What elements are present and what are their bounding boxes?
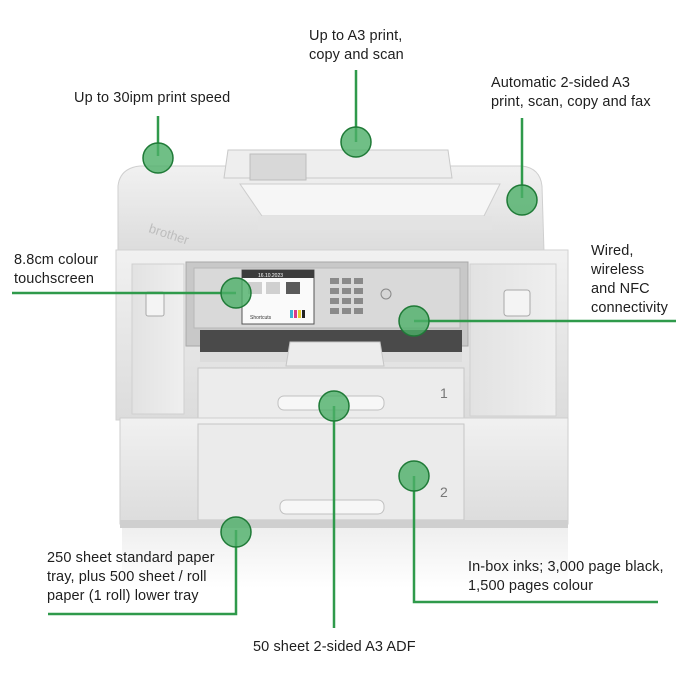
callout-a3-print: Up to A3 print, copy and scan — [309, 27, 404, 65]
dot-a3-print — [340, 126, 372, 158]
screen-tile — [286, 282, 300, 294]
adf-output-tray — [239, 183, 501, 217]
ink-level-c — [290, 310, 293, 318]
screen-tile — [266, 282, 280, 294]
callout-line: and NFC — [591, 281, 650, 297]
keypad — [330, 278, 363, 314]
cabinet-base — [120, 520, 568, 528]
screen-shortcut: Shortcuts — [250, 315, 272, 321]
callout-line: Automatic 2-sided A3 — [491, 75, 631, 91]
adf-paper-slot — [249, 153, 307, 181]
dot-two-sided — [506, 184, 538, 216]
ink-level-k — [302, 310, 305, 318]
callout-lines — [12, 70, 676, 628]
callout-line: connectivity — [591, 300, 668, 316]
callout-line: Wired, — [591, 243, 634, 259]
callout-line: 1,500 pages colour — [468, 578, 594, 594]
power-button — [380, 288, 392, 300]
callout-connectivity: Wired, wireless and NFC connectivity — [591, 242, 668, 318]
nfc-slot-left — [145, 291, 165, 317]
ink-level-y — [298, 310, 301, 318]
touchscreen-header — [242, 270, 314, 278]
dot-paper-tray — [220, 516, 252, 548]
callout-dots — [142, 126, 538, 548]
tray-2-handle — [279, 499, 385, 515]
callout-line: touchscreen — [14, 271, 95, 287]
callout-two-sided: Automatic 2-sided A3 print, scan, copy a… — [491, 74, 651, 112]
callout-line: 250 sheet standard paper — [47, 550, 215, 566]
dot-connectivity — [398, 305, 430, 337]
callout-line: wireless — [591, 262, 645, 278]
callout-line: Up to 30ipm print speed — [74, 90, 231, 106]
leader-paper-tray — [48, 530, 238, 616]
dot-inks — [398, 460, 430, 492]
tray-extension — [285, 341, 385, 367]
callout-line: copy and scan — [309, 47, 404, 63]
tray-2-number: 2 — [440, 484, 448, 500]
right-side-panel — [469, 263, 557, 417]
callout-line: tray, plus 500 sheet / roll — [47, 569, 207, 585]
dot-print-speed — [142, 142, 174, 174]
callout-line: 50 sheet 2-sided A3 ADF — [253, 639, 416, 655]
callout-adf: 50 sheet 2-sided A3 ADF — [253, 638, 416, 657]
ink-level-m — [294, 310, 297, 318]
callout-line: paper (1 roll) lower tray — [47, 588, 199, 604]
dot-adf — [318, 390, 350, 422]
callout-touchscreen: 8.8cm colour touchscreen — [14, 251, 98, 289]
floor-reflection — [122, 528, 568, 588]
tray-1-number: 1 — [440, 385, 448, 401]
callout-line: Up to A3 print, — [309, 28, 403, 44]
dot-touchscreen — [220, 277, 252, 309]
callout-print-speed: Up to 30ipm print speed — [74, 89, 230, 108]
callout-line: 8.8cm colour — [14, 252, 99, 268]
adf-lip — [258, 216, 492, 230]
callout-line: In-box inks; 3,000 page black, — [468, 559, 664, 575]
screen-date: 16.10.2023 — [258, 273, 283, 279]
callout-inks: In-box inks; 3,000 page black, 1,500 pag… — [468, 558, 664, 596]
leader-inks — [412, 476, 658, 604]
ink-door-handle — [503, 289, 531, 317]
callout-paper-tray: 250 sheet standard paper tray, plus 500 … — [47, 549, 215, 606]
callout-line: print, scan, copy and fax — [491, 94, 651, 110]
left-side-panel — [131, 263, 185, 415]
